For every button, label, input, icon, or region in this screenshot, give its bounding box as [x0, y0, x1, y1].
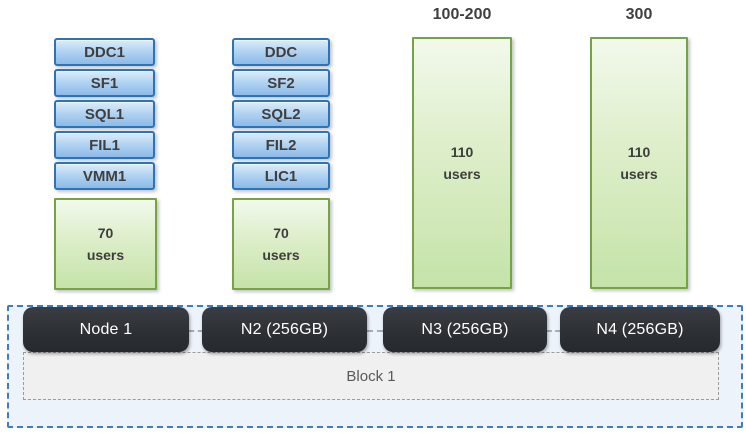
node-label: N3 (256GB) [421, 320, 509, 338]
service-label: FIL2 [265, 136, 297, 154]
service-box: DDC [232, 38, 330, 66]
service-label: VMM1 [82, 167, 127, 185]
node-label: N2 (256GB) [240, 320, 329, 338]
node-box-3: N3 (256GB) [383, 307, 547, 352]
capacity-box: 110 users [590, 37, 688, 289]
service-label: SF2 [267, 74, 295, 92]
node-connector [189, 330, 203, 332]
capacity-value: 70 [97, 225, 114, 241]
node-label: Node 1 [79, 320, 133, 338]
service-box: LIC1 [232, 162, 330, 190]
node-box-4: N4 (256GB) [560, 307, 720, 352]
service-label: SQL1 [84, 105, 125, 123]
block-box: Block 1 [23, 352, 719, 400]
service-label: DDC [264, 43, 298, 61]
capacity-value: 70 [273, 225, 289, 241]
column3-header: 100-200 [432, 6, 492, 23]
node-label: N4 (256GB) [596, 320, 684, 338]
capacity-unit: users [86, 247, 125, 263]
capacity-unit: users [620, 166, 658, 182]
capacity-box: 110 users [412, 37, 512, 289]
node-box-2: N2 (256GB) [202, 307, 367, 352]
service-box: DDC1 [54, 38, 155, 66]
block-label: Block 1 [346, 367, 396, 385]
service-box: VMM1 [54, 162, 155, 190]
service-box: FIL2 [232, 131, 330, 159]
service-box: SF2 [232, 69, 330, 97]
service-box: SQL2 [232, 100, 330, 128]
capacity-value: 110 [450, 144, 474, 160]
service-box: SF1 [54, 69, 155, 97]
service-label: FIL1 [89, 136, 120, 154]
node-connector [367, 330, 383, 332]
service-label: SF1 [90, 74, 119, 92]
node-box-1: Node 1 [23, 307, 189, 352]
node-connector [547, 330, 560, 332]
capacity-value: 110 [627, 144, 651, 160]
capacity-box: 70 users [54, 198, 157, 290]
service-label: SQL2 [261, 105, 301, 123]
service-label: LIC1 [264, 167, 298, 185]
column4-header: 300 [625, 6, 653, 23]
service-box: FIL1 [54, 131, 155, 159]
capacity-unit: users [443, 166, 481, 182]
service-label: DDC1 [84, 43, 125, 61]
service-box: SQL1 [54, 100, 155, 128]
capacity-box: 70 users [232, 198, 330, 290]
capacity-unit: users [262, 247, 300, 263]
